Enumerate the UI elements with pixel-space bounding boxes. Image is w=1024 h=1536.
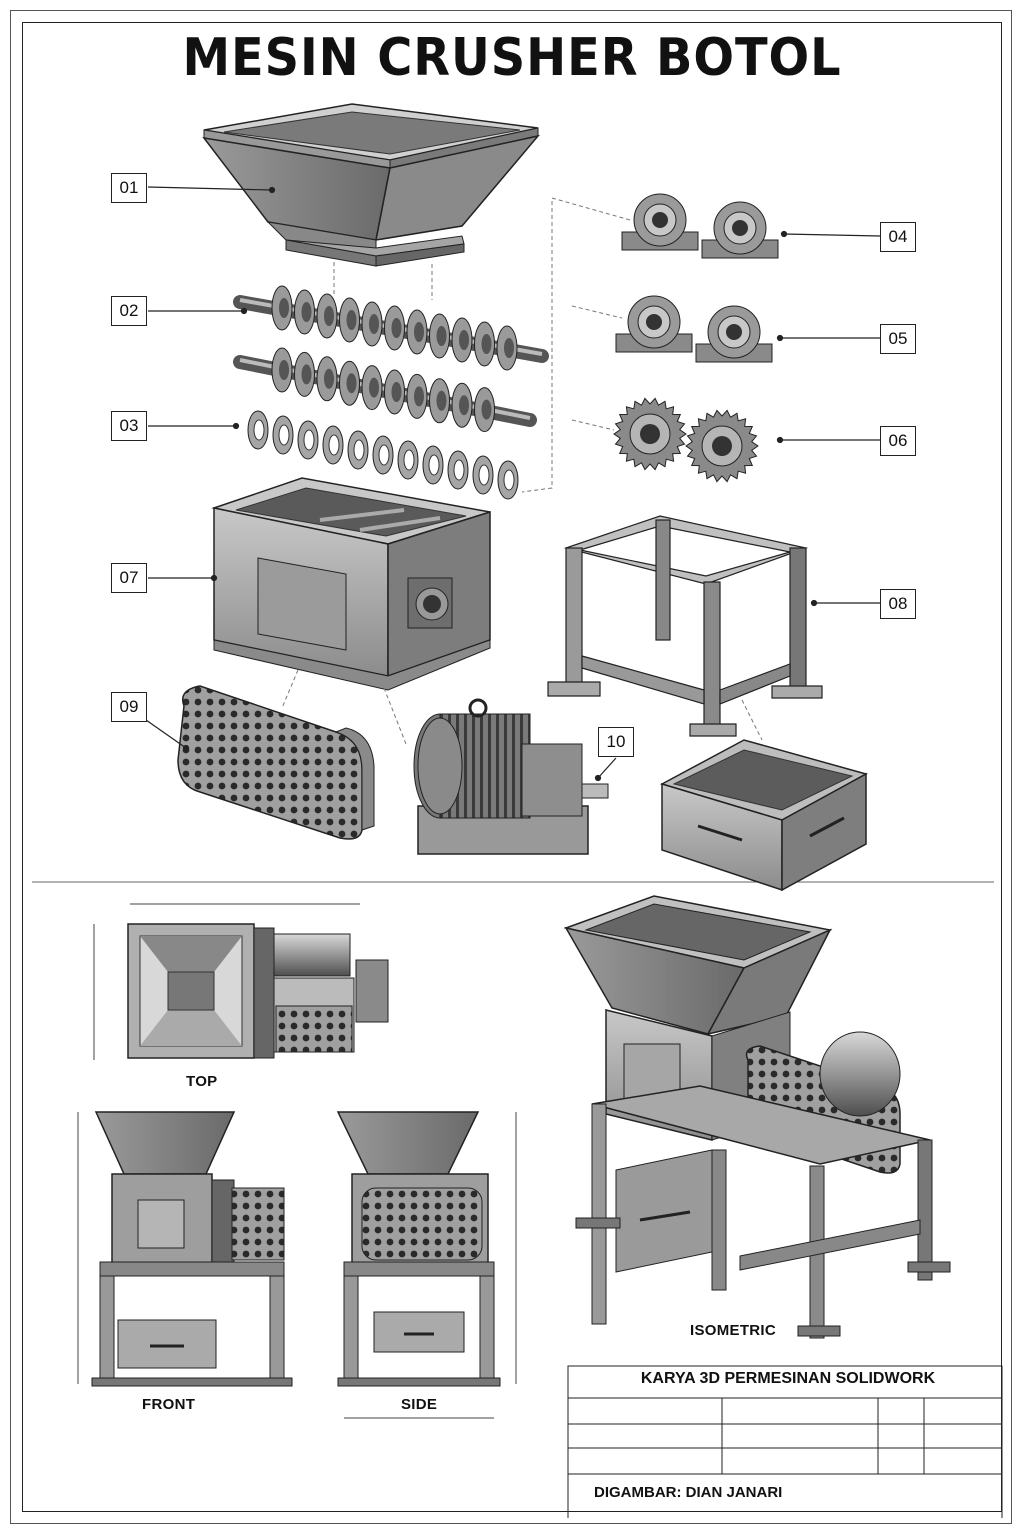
view-label-isometric: ISOMETRIC [690, 1322, 777, 1339]
cutter-blade-hub [459, 395, 469, 416]
view-label-top: TOP [186, 1073, 218, 1090]
cutter-blade-hub [346, 373, 357, 394]
top-view-drawing [93, 903, 389, 1060]
spacer-ring-hole [503, 469, 515, 491]
part-label-06: 06 [880, 426, 916, 456]
isometric-assembly-drawing [563, 895, 951, 1339]
cutter-blade-hub [369, 377, 379, 398]
front-view-drawing [77, 1111, 293, 1387]
sheet-outer-border [10, 10, 1012, 1524]
spacer-ring-hole [303, 429, 315, 451]
cutter-blades [271, 285, 518, 433]
spacer-ring-hole [253, 419, 265, 441]
assembly-guide-lines [281, 197, 763, 745]
cutter-blade-hub [391, 382, 402, 402]
part-06-gears [613, 397, 759, 483]
part-10-motor-gearbox [413, 698, 609, 855]
cutter-blade-hub [369, 314, 379, 334]
cutter-blade-hub [436, 326, 447, 346]
sheet-inner-border [22, 22, 1002, 1512]
cutter-blade-hub [324, 368, 334, 389]
part-04-05-pillow-block-bearings [615, 193, 779, 363]
leader-lines [145, 186, 881, 782]
part-label-09: 09 [111, 692, 147, 722]
cutter-blade-hub [301, 364, 312, 385]
bearing-bore [652, 212, 668, 228]
side-view-drawing [336, 1111, 517, 1419]
bearing-bore [732, 220, 748, 236]
title-block-title: KARYA 3D PERMESINAN SOLIDWORK [640, 1370, 936, 1387]
part-label-01: 01 [111, 173, 147, 203]
cutter-blade-hub [279, 360, 289, 380]
cutter-blade-hub [391, 318, 402, 338]
drawing-title: MESIN CRUSHER BOTOL [182, 28, 842, 88]
cutter-blade-hub [504, 338, 514, 358]
gear-bore [712, 436, 732, 456]
part-label-03: 03 [111, 411, 147, 441]
cutter-blade-hub [279, 298, 289, 318]
part-01-hopper [202, 103, 540, 267]
bearing-bore [726, 324, 742, 340]
spacer-ring-hole [453, 459, 465, 481]
title-block-grid [567, 1365, 1003, 1518]
spacer-ring-hole [428, 454, 440, 476]
cutter-blade-hub [459, 330, 469, 350]
cutter-blade-hub [436, 390, 447, 411]
spacer-ring-hole [478, 464, 490, 486]
cutter-blade-hub [414, 322, 424, 342]
cutter-blade-hub [324, 306, 334, 326]
cutter-blade-hub [301, 302, 312, 322]
part-08-stand-frame [547, 515, 823, 737]
spacer-ring-hole [378, 444, 390, 466]
part-09-perforated-cover [177, 685, 375, 840]
part-03-spacer-rings [247, 410, 519, 500]
part-label-07: 07 [111, 563, 147, 593]
title-block-drawn-by: DIGAMBAR: DIAN JANARI [594, 1484, 783, 1501]
part-label-08: 08 [880, 589, 916, 619]
part-07-crusher-housing [211, 477, 491, 691]
collection-bin [660, 739, 868, 892]
part-label-02: 02 [111, 296, 147, 326]
cutter-blade-hub [481, 399, 492, 420]
bearing-bore [646, 314, 662, 330]
gear-bore [640, 424, 660, 444]
spacer-ring-hole [328, 434, 340, 456]
part-label-10: 10 [598, 727, 634, 757]
spacer-ring-hole [353, 439, 365, 461]
cutter-blade-hub [414, 386, 424, 407]
view-label-side: SIDE [401, 1396, 438, 1413]
part-label-04: 04 [880, 222, 916, 252]
spacer-ring-hole [278, 424, 290, 446]
spacer-ring-hole [403, 449, 415, 471]
cutter-blade-hub [346, 310, 357, 330]
part-label-05: 05 [880, 324, 916, 354]
cutter-blade-hub [481, 334, 492, 354]
view-label-front: FRONT [142, 1396, 196, 1413]
